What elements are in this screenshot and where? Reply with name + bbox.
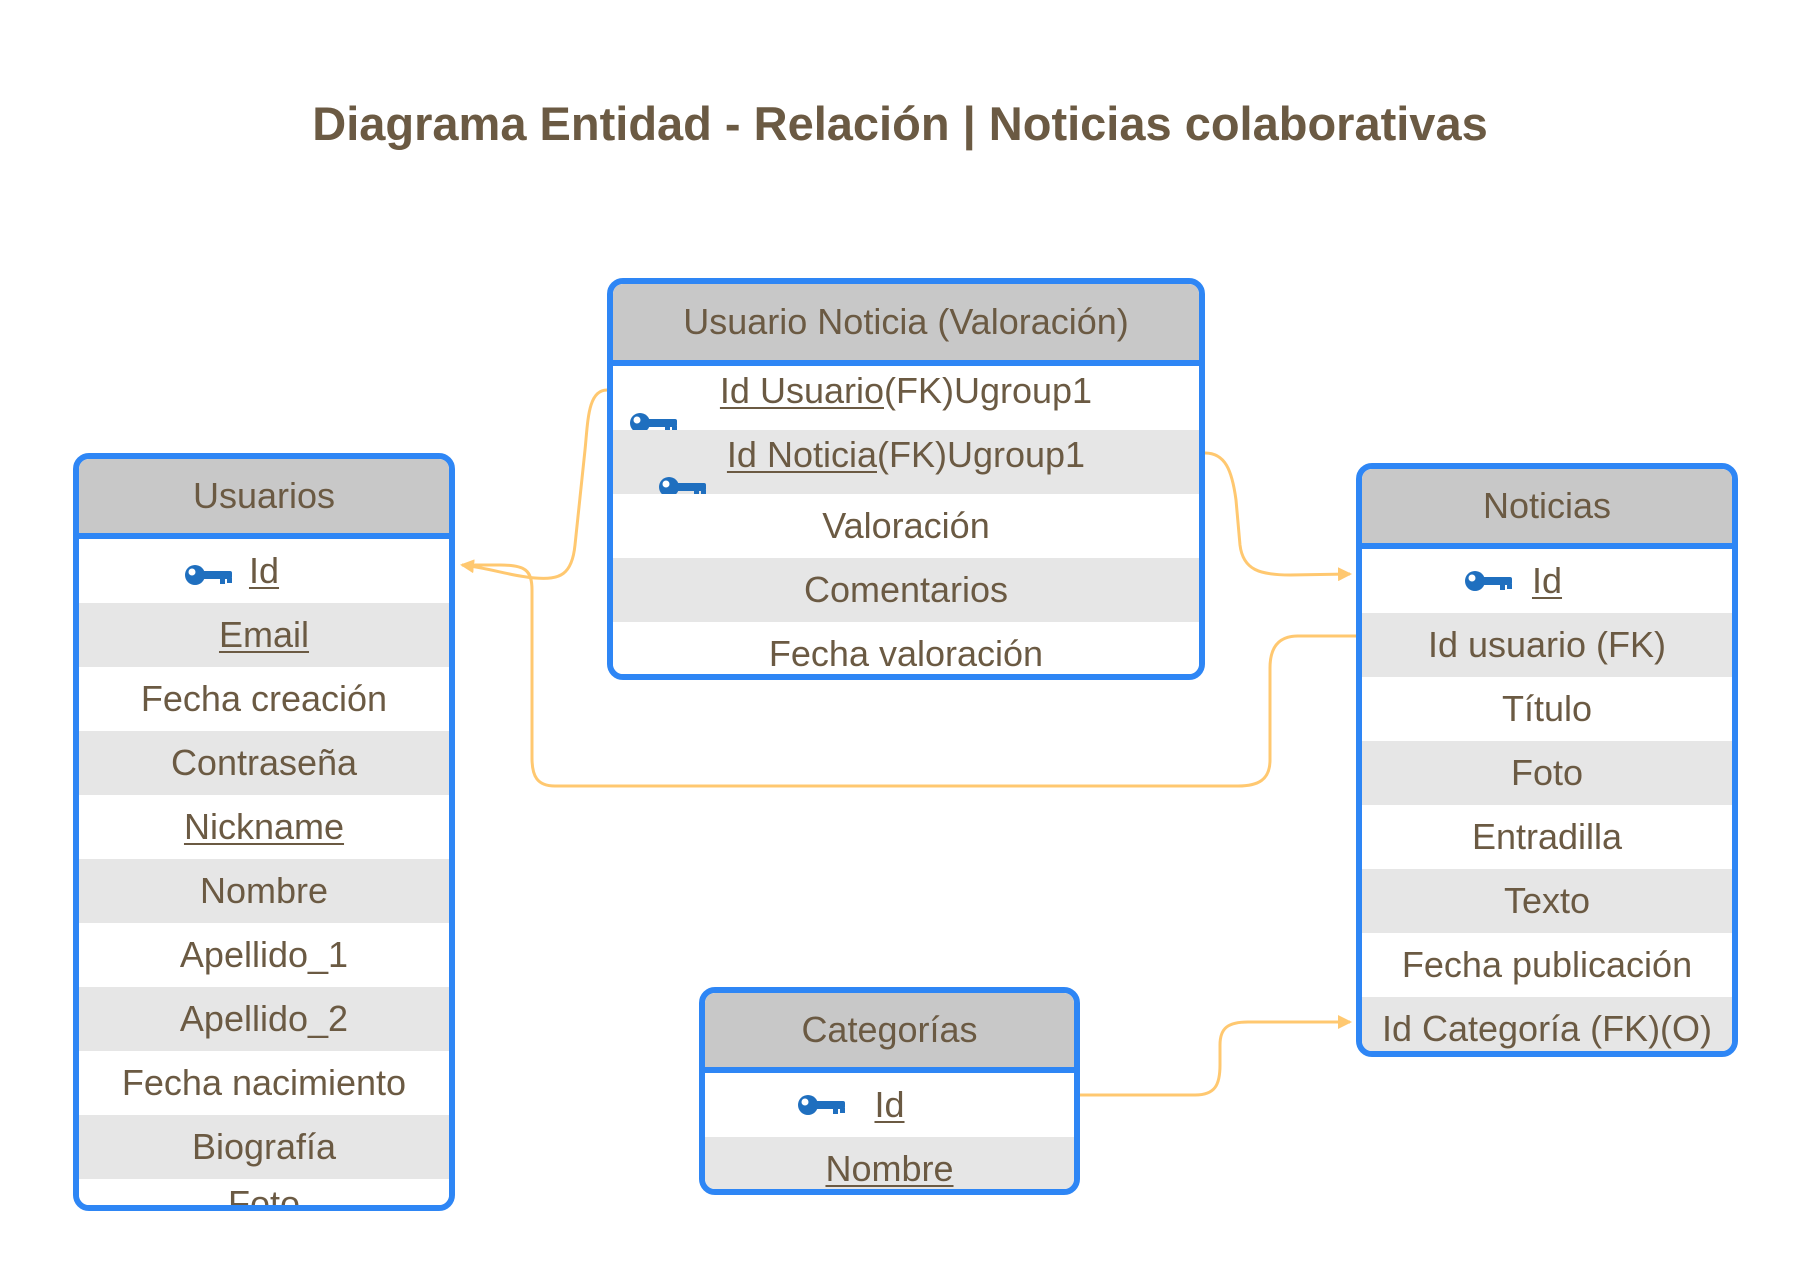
entity-noticias-name: Noticias [1482,485,1612,526]
entity-usuarios-fields: Id Email Fecha creación Contraseña Nickn… [79,539,449,1211]
field-label: Apellido_2 [179,998,349,1039]
field-suffix: (FK)Ugroup1 [877,434,1086,475]
field-label: Apellido_1 [179,934,349,975]
field-usuarios-apellido-1[interactable]: Apellido_1 [79,923,449,987]
field-label: Nombre [825,1148,954,1189]
field-noticias-texto[interactable]: Texto [1362,869,1732,933]
entity-noticias-header: Noticias [1362,469,1732,549]
field-usuarios-nombre[interactable]: Nombre [79,859,449,923]
field-label: Entradilla [1471,816,1623,857]
field-label: Fecha publicación [1401,944,1693,985]
entity-usuarios-name: Usuarios [192,475,336,516]
field-usuario-noticia-comentarios[interactable]: Comentarios [613,558,1199,622]
connector-idnoticia-to-noticias [1204,451,1352,582]
entity-categorias-fields: Id Nombre [705,1073,1074,1189]
primary-key-icon [1464,568,1514,594]
field-label: Id Noticia [726,434,877,475]
field-usuario-noticia-valoracion[interactable]: Valoración [613,494,1199,558]
field-label: Id usuario (FK) [1427,624,1667,665]
entity-noticias[interactable]: Noticias Id Id usuario (FK) Título Foto … [1356,463,1738,1057]
field-label: Nickname [183,806,345,847]
field-label: Id [874,1084,905,1125]
field-label: Id Categoría (FK)(O) [1381,1008,1713,1049]
field-usuario-noticia-id-usuario[interactable]: Id Usuario (FK)Ugroup1 [613,366,1199,433]
entity-usuario-noticia-fields: Id Usuario (FK)Ugroup1 Id Noticia (FK)Ug… [613,366,1199,674]
field-usuarios-apellido-2[interactable]: Apellido_2 [79,987,449,1051]
field-label: Fecha creación [140,678,388,719]
field-noticias-id[interactable]: Id [1362,549,1732,613]
field-label: Email [218,614,310,655]
field-noticias-id-usuario[interactable]: Id usuario (FK) [1362,613,1732,677]
field-suffix: (FK)Ugroup1 [884,370,1093,411]
connector-idusuario-to-usuarios [460,388,608,580]
field-label: Fecha valoración [768,633,1044,674]
field-noticias-id-categoria[interactable]: Id Categoría (FK)(O) [1362,997,1732,1051]
entity-categorias-name: Categorías [801,1009,978,1050]
field-usuarios-fecha-nacimiento[interactable]: Fecha nacimiento [79,1051,449,1115]
connector-noticias-idusuario-to-usuarios [462,563,1356,788]
field-usuarios-email[interactable]: Email [79,603,449,667]
field-label: Id [1531,560,1563,601]
primary-key-icon [797,1092,847,1118]
field-usuarios-id[interactable]: Id [79,539,449,603]
field-noticias-fecha-publicacion[interactable]: Fecha publicación [1362,933,1732,997]
field-noticias-entradilla[interactable]: Entradilla [1362,805,1732,869]
field-noticias-foto[interactable]: Foto [1362,741,1732,805]
entity-noticias-fields: Id Id usuario (FK) Título Foto Entradill… [1362,549,1732,1051]
primary-key-icon [629,410,679,436]
field-label: Foto [227,1183,301,1211]
field-label: Título [1501,688,1593,729]
field-categorias-id[interactable]: Id [705,1073,1074,1137]
field-usuarios-contrasena[interactable]: Contraseña [79,731,449,795]
entity-categorias[interactable]: Categorías Id Nombre [699,987,1080,1195]
entity-usuario-noticia-header: Usuario Noticia (Valoración) [613,284,1199,366]
field-usuarios-fecha-creacion[interactable]: Fecha creación [79,667,449,731]
field-label: Fecha nacimiento [121,1062,407,1103]
primary-key-icon [658,474,708,500]
entity-usuario-noticia-name: Usuario Noticia (Valoración) [683,301,1129,342]
field-usuario-noticia-id-noticia[interactable]: Id Noticia (FK)Ugroup1 [613,430,1199,497]
field-label: Nombre [199,870,329,911]
field-label: Contraseña [170,742,358,783]
entity-usuarios[interactable]: Usuarios Id Email Fecha creación Contras… [73,453,455,1211]
field-label: Biografía [191,1126,337,1167]
entity-categorias-header: Categorías [705,993,1074,1073]
connector-categorias-to-noticias [1080,1015,1352,1097]
entity-usuarios-header: Usuarios [79,459,449,539]
field-noticias-titulo[interactable]: Título [1362,677,1732,741]
field-usuarios-foto[interactable]: Foto [79,1179,449,1211]
primary-key-icon [184,562,234,588]
diagram-title: Diagrama Entidad - Relación | Noticias c… [312,97,1488,150]
field-label: Comentarios [803,569,1009,610]
field-usuarios-biografia[interactable]: Biografía [79,1115,449,1179]
field-label: Texto [1503,880,1591,921]
entity-usuario-noticia[interactable]: Usuario Noticia (Valoración) Id Usuario … [607,278,1205,680]
field-label: Valoración [822,505,990,546]
field-label: Foto [1510,752,1584,793]
field-usuarios-nickname[interactable]: Nickname [79,795,449,859]
field-label: Id Usuario [719,370,884,411]
field-categorias-nombre[interactable]: Nombre [705,1137,1074,1189]
field-usuario-noticia-fecha-valoracion[interactable]: Fecha valoración [613,622,1199,674]
field-label: Id [248,550,280,591]
